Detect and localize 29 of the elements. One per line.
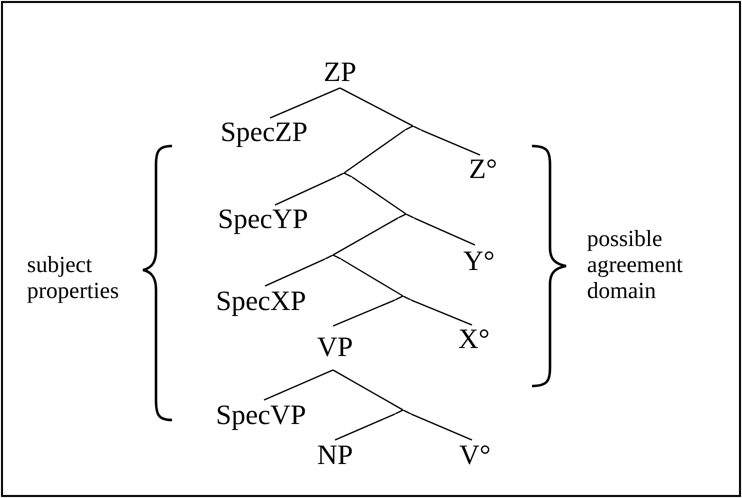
category-label: Y°: [463, 248, 495, 276]
tree-branch-line: [270, 87, 340, 119]
tree-branch-line: [340, 258, 404, 297]
bracket-label: possible agreement domain: [587, 226, 684, 304]
bracket-label: subject properties: [27, 252, 120, 304]
category-label: X°: [458, 326, 490, 354]
category-label: SpecVP: [216, 402, 306, 430]
tree-branch-line: [264, 369, 334, 401]
category-label: SpecYP: [218, 206, 308, 234]
category-label: SpecXP: [216, 288, 306, 316]
tree-branch-line: [332, 299, 396, 327]
tree-branch-line: [420, 129, 480, 156]
tree-branch-line: [352, 176, 406, 215]
tree-branch-line: [410, 299, 472, 326]
category-label: NP: [317, 442, 353, 470]
category-label: Z°: [468, 156, 498, 184]
tree-branch-line: [414, 217, 476, 246]
category-label: SpecZP: [220, 119, 308, 147]
tree-branch-line: [340, 87, 414, 127]
category-label: ZP: [324, 59, 356, 87]
tree-branch-line: [334, 413, 396, 441]
category-label: VP: [317, 334, 353, 362]
category-label: V°: [459, 442, 491, 470]
tree-branch-line: [410, 413, 472, 441]
tree-branch-line: [264, 258, 326, 287]
tree-branch-line: [332, 217, 398, 256]
tree-branch-line: [274, 176, 336, 206]
tree-branch-line: [344, 129, 406, 174]
tree-branch-line: [332, 369, 404, 411]
